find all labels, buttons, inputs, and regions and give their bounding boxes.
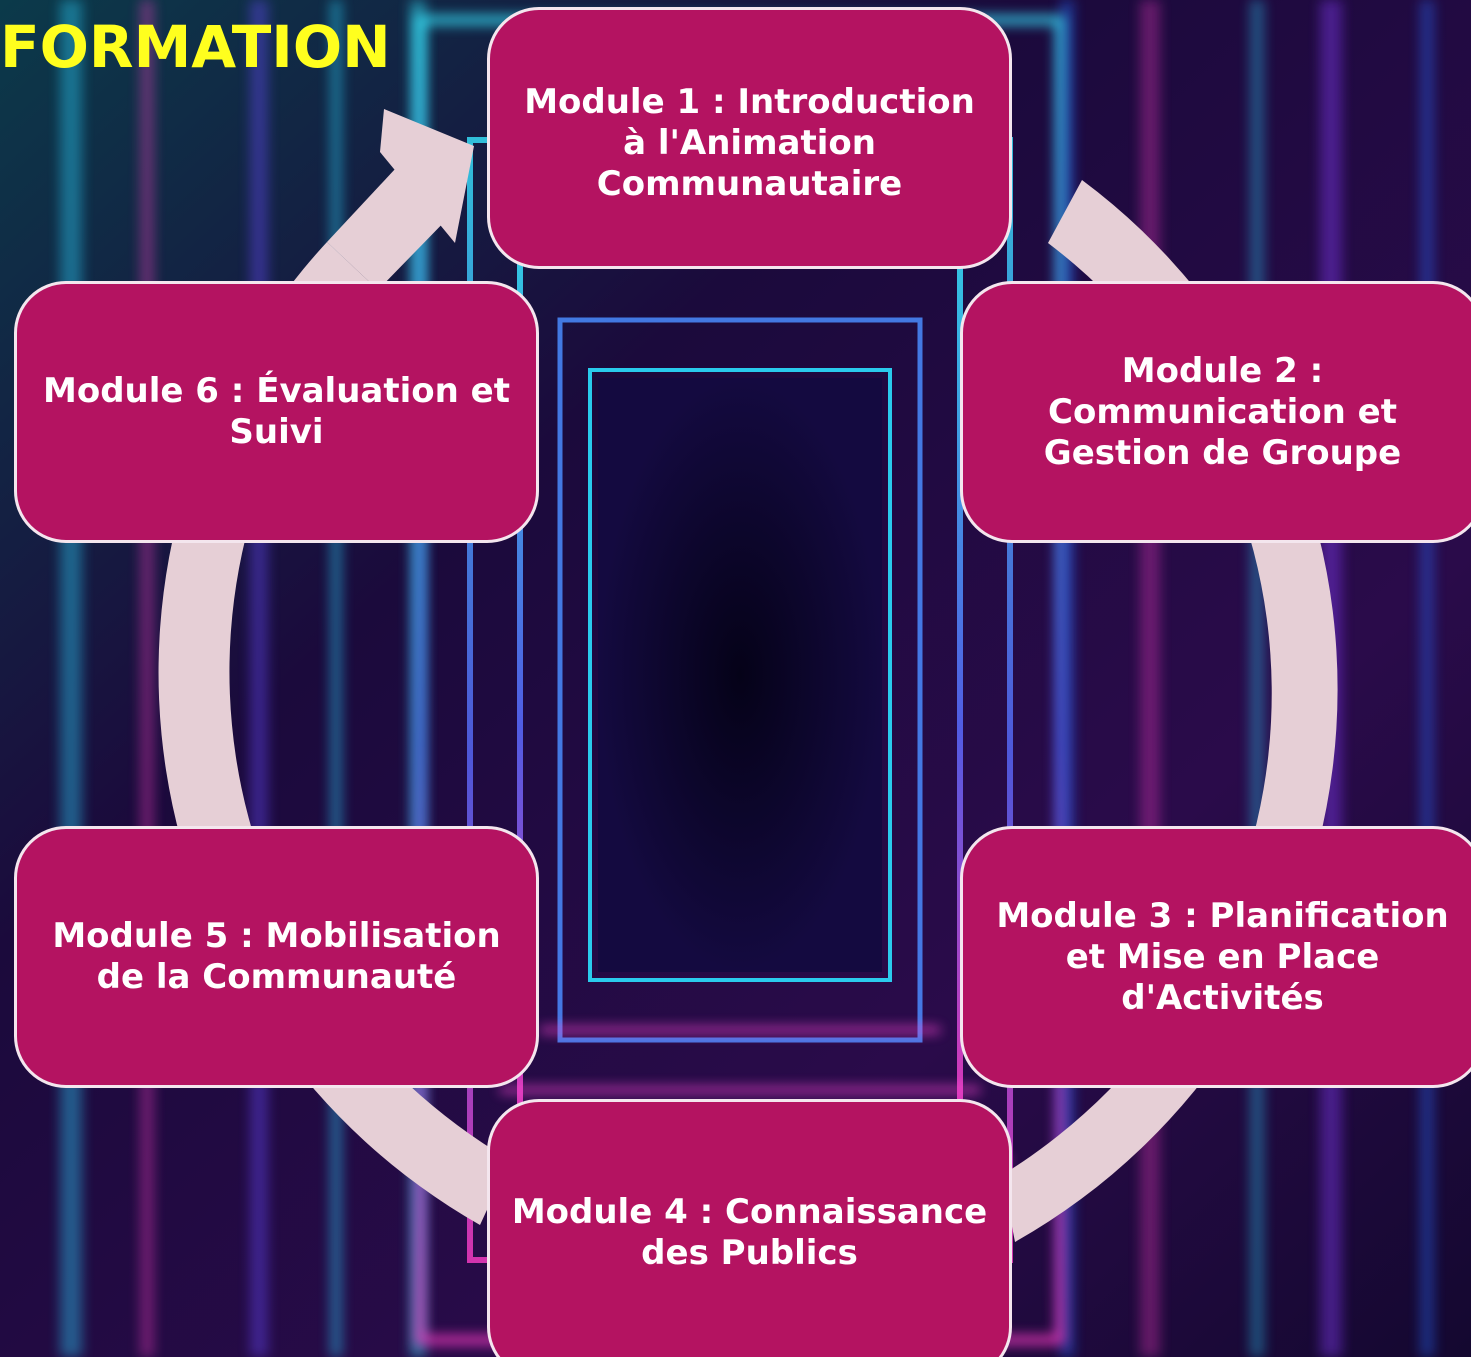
cycle-arrow-shaft	[327, 168, 452, 290]
module-box-3[interactable]: Module 3 : Planification et Mise en Plac…	[960, 826, 1471, 1088]
module-label-2: Module 2 : Communication et Gestion de G…	[1043, 350, 1402, 473]
module-box-6[interactable]: Module 6 : Évaluation et Suivi	[14, 281, 539, 543]
module-label-3: Module 3 : Planification et Mise en Plac…	[996, 895, 1449, 1018]
module-label-5: Module 5 : Mobilisation de la Communauté	[52, 916, 501, 997]
module-box-1[interactable]: Module 1 : Introduction à l'Animation Co…	[487, 7, 1012, 269]
slide-title: FORMATION	[0, 13, 391, 81]
module-label-1: Module 1 : Introduction à l'Animation Co…	[524, 82, 975, 204]
module-box-4[interactable]: Module 4 : Connaissance des Publics	[487, 1099, 1012, 1357]
module-box-5[interactable]: Module 5 : Mobilisation de la Communauté	[14, 826, 539, 1088]
module-label-6: Module 6 : Évaluation et Suivi	[43, 371, 510, 452]
cycle-arrowhead-icon	[380, 109, 474, 243]
module-box-2[interactable]: Module 2 : Communication et Gestion de G…	[960, 281, 1471, 543]
module-label-4: Module 4 : Connaissance des Publics	[511, 1192, 988, 1273]
